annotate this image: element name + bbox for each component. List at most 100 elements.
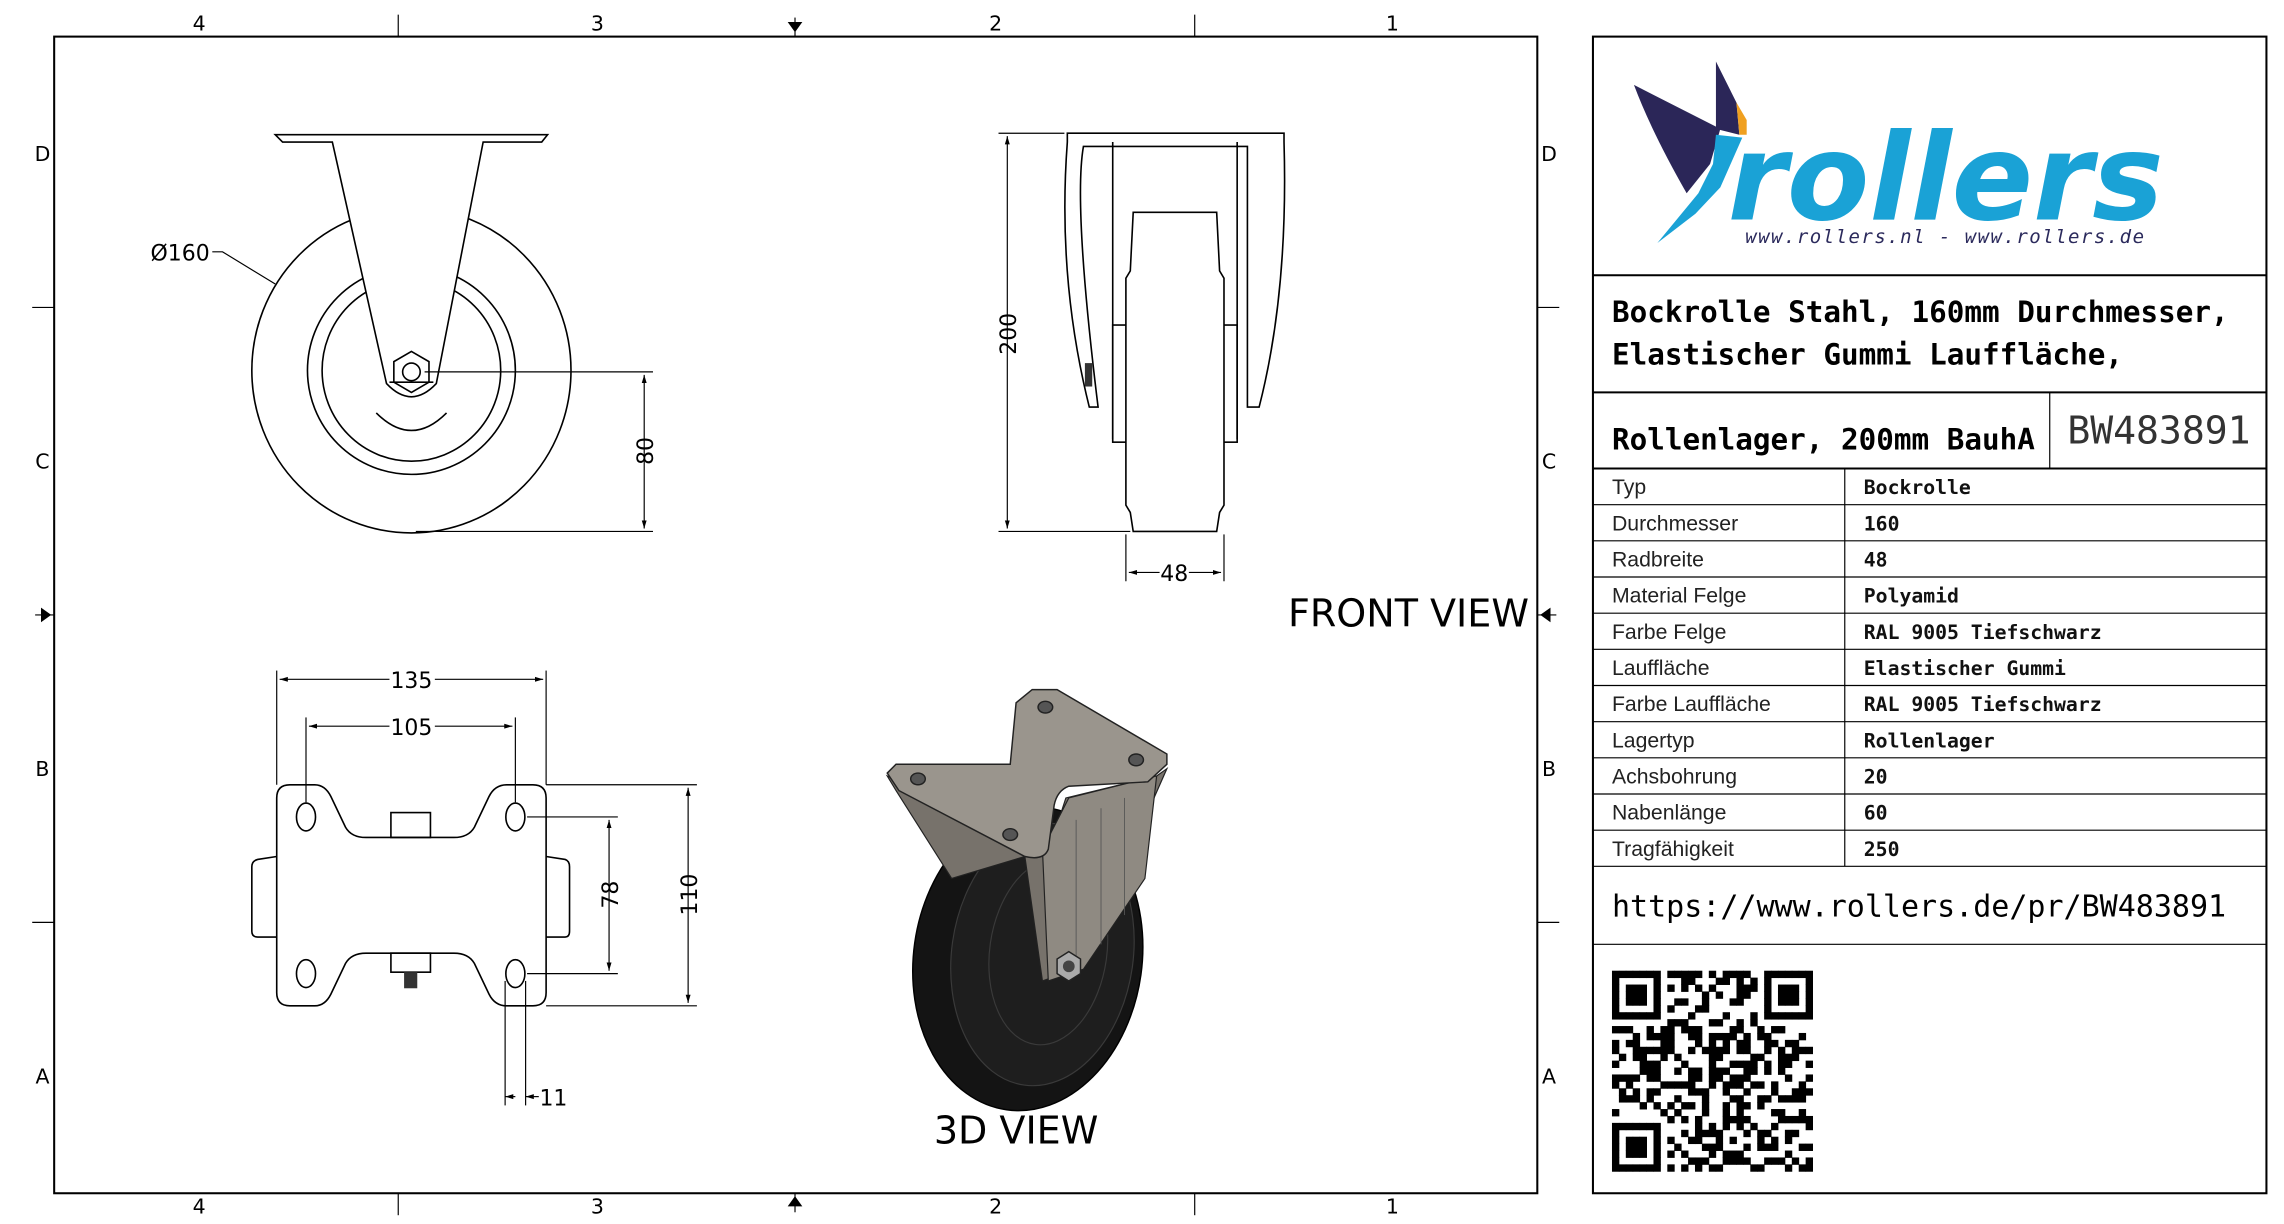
qr-module	[1694, 1164, 1703, 1172]
qr-module	[1764, 1060, 1772, 1068]
zone-row-a-left: A	[35, 1064, 49, 1088]
dim-hole-size: 11	[539, 1086, 567, 1111]
qr-module	[1660, 1109, 1668, 1117]
qr-module	[1639, 1067, 1647, 1075]
qr-module	[1674, 1067, 1682, 1075]
spec-label: Typ	[1612, 476, 1646, 499]
qr-module	[1667, 1102, 1675, 1110]
zone-row-b-left: B	[35, 757, 49, 781]
qr-module	[1694, 1088, 1703, 1096]
zone-col-2-top: 2	[989, 12, 1002, 36]
qr-module	[1736, 1019, 1744, 1027]
qr-module	[1653, 1005, 1661, 1013]
qr-module	[1750, 977, 1758, 985]
qr-module	[1777, 1026, 1786, 1034]
qr-module	[1667, 1046, 1675, 1055]
qr-module	[1784, 1012, 1793, 1020]
qr-module	[1784, 991, 1793, 999]
qr-module	[1736, 1115, 1744, 1124]
qr-module	[1618, 1095, 1627, 1103]
qr-module	[1694, 970, 1703, 979]
qr-module	[1784, 984, 1793, 992]
qr-module	[1805, 1046, 1813, 1055]
spec-label: Lauffläche	[1612, 657, 1710, 680]
qr-module	[1653, 1136, 1661, 1145]
qr-module	[1688, 977, 1696, 985]
qr-module	[1618, 1026, 1627, 1034]
qr-module	[1639, 998, 1647, 1006]
qr-module	[1646, 1074, 1654, 1082]
qr-module	[1653, 1032, 1661, 1041]
qr-module	[1777, 1157, 1786, 1165]
center-mark-right-icon	[1540, 607, 1551, 623]
spec-label: Tragfähigkeit	[1612, 838, 1734, 861]
qr-module	[1701, 1143, 1710, 1151]
qr-module	[1694, 984, 1703, 992]
spec-label: Lagertyp	[1612, 729, 1695, 752]
front-view-label: FRONT VIEW	[1288, 592, 1529, 636]
qr-module	[1791, 998, 1800, 1006]
qr-code[interactable]	[1611, 970, 1813, 1172]
qr-module	[1708, 1046, 1717, 1055]
qr-module	[1653, 991, 1661, 999]
product-url[interactable]: https://www.rollers.de/pr/BW483891	[1612, 890, 2226, 925]
qr-module	[1694, 1157, 1703, 1165]
qr-module	[1791, 1088, 1800, 1096]
qr-module	[1688, 1026, 1696, 1034]
qr-module	[1667, 1136, 1675, 1145]
spec-label: Material Felge	[1612, 585, 1746, 608]
qr-module	[1660, 1053, 1668, 1062]
qr-module	[1784, 1060, 1793, 1068]
qr-module	[1667, 1039, 1675, 1048]
qr-module	[1625, 1074, 1634, 1082]
qr-module	[1729, 1032, 1737, 1041]
qr-module	[1777, 1053, 1786, 1062]
rollers-logo: rollers www.rollers.nl - www.rollers.de	[1633, 61, 2164, 249]
qr-module	[1611, 1046, 1620, 1055]
qr-module	[1764, 1157, 1772, 1165]
qr-module	[1611, 1136, 1620, 1145]
qr-module	[1715, 1032, 1724, 1041]
qr-module	[1750, 1019, 1758, 1027]
qr-module	[1653, 1067, 1661, 1075]
qr-module	[1805, 1115, 1813, 1124]
qr-module	[1611, 1060, 1620, 1068]
qr-module	[1729, 1095, 1737, 1103]
qr-module	[1777, 1060, 1786, 1068]
qr-module	[1736, 998, 1744, 1006]
qr-module	[1750, 1081, 1758, 1089]
qr-module	[1681, 1129, 1689, 1138]
qr-module	[1722, 1081, 1730, 1089]
qr-module	[1757, 1026, 1765, 1034]
qr-module	[1708, 1150, 1717, 1158]
qr-module	[1632, 1095, 1641, 1103]
qr-module	[1632, 1150, 1641, 1158]
qr-module	[1708, 1081, 1717, 1089]
qr-module	[1764, 1067, 1772, 1075]
qr-module	[1625, 998, 1634, 1006]
qr-module	[1611, 1109, 1620, 1117]
qr-module	[1639, 1143, 1647, 1151]
qr-module	[1777, 1012, 1786, 1020]
logo-websites: www.rollers.nl - www.rollers.de	[1745, 226, 2145, 248]
qr-module	[1646, 1067, 1654, 1075]
qr-module	[1688, 1012, 1696, 1020]
qr-module	[1708, 1053, 1717, 1062]
qr-module	[1674, 1095, 1682, 1103]
qr-module	[1625, 1122, 1634, 1131]
qr-module	[1625, 1026, 1634, 1034]
qr-module	[1757, 1081, 1765, 1089]
qr-module	[1611, 1164, 1620, 1172]
qr-module	[1646, 1032, 1654, 1041]
qr-module	[1646, 970, 1654, 979]
title-line-2: Elastischer Gummi Lauffläche,	[1612, 338, 2123, 372]
qr-module	[1764, 1129, 1772, 1138]
qr-module	[1743, 1074, 1751, 1082]
qr-module	[1618, 1122, 1627, 1131]
qr-module	[1639, 1122, 1647, 1131]
qr-module	[1653, 1122, 1661, 1131]
qr-module	[1688, 1074, 1696, 1082]
qr-module	[1791, 984, 1800, 992]
